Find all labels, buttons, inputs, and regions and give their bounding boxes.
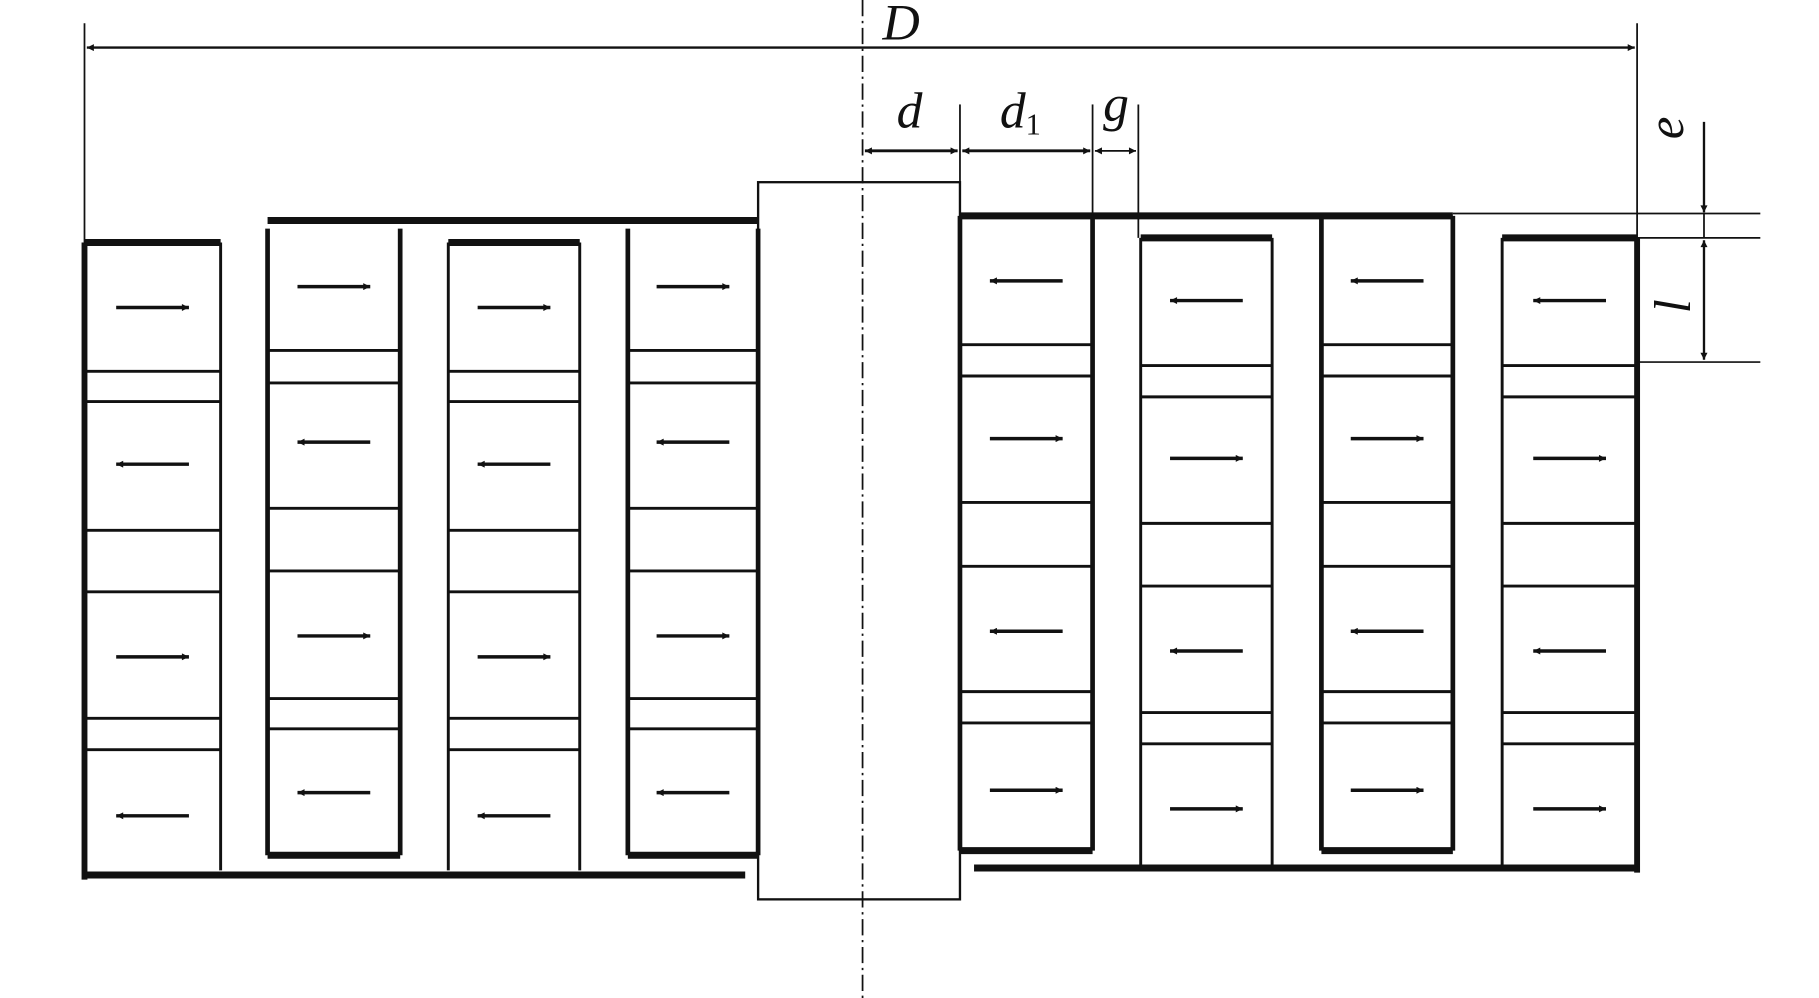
label-l: l [1645, 299, 1702, 313]
shaft [756, 181, 962, 901]
label-d1: d1 [1000, 83, 1041, 142]
label-e: e [1638, 117, 1695, 140]
label-d1-sub: 1 [1026, 108, 1041, 142]
label-g: g [1103, 76, 1129, 133]
label-d1-main: d [1000, 83, 1026, 140]
label-D: D [882, 0, 920, 51]
label-d: d [897, 83, 923, 140]
